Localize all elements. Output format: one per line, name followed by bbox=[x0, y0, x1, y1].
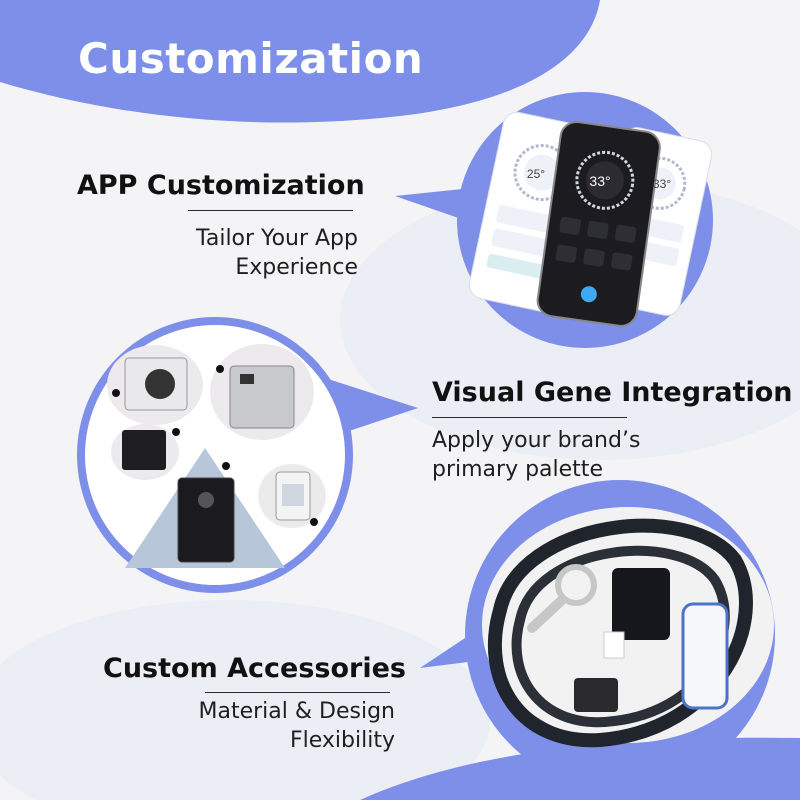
phone-temp-1: 25° bbox=[527, 167, 545, 181]
section-description-app: Tailor Your App Experience bbox=[196, 224, 358, 282]
section-description-accessories: Material & Design Flexibility bbox=[199, 697, 395, 755]
section-heading-app: APP Customization bbox=[77, 170, 365, 201]
description-line: Experience bbox=[235, 255, 358, 280]
product-collage bbox=[107, 344, 326, 568]
page-title: Customization bbox=[78, 34, 424, 83]
section-divider bbox=[432, 417, 627, 418]
decor-blob bbox=[0, 600, 490, 800]
section-divider bbox=[188, 210, 353, 211]
title-banner-shape bbox=[0, 0, 600, 123]
section-heading-accessories: Custom Accessories bbox=[103, 653, 406, 684]
description-line: Material & Design bbox=[198, 699, 395, 724]
section-description-visual-gene: Apply your brand’s primary palette bbox=[432, 426, 640, 484]
section-divider bbox=[205, 692, 390, 693]
app-phone-mockups: 25° 33° 33° bbox=[468, 111, 713, 327]
accessories-photo bbox=[482, 507, 774, 748]
description-line: Flexibility bbox=[290, 728, 395, 753]
description-line: primary palette bbox=[432, 457, 603, 482]
description-line: Tailor Your App bbox=[196, 226, 358, 251]
section-heading-visual-gene: Visual Gene Integration bbox=[432, 377, 793, 408]
description-line: Apply your brand’s bbox=[432, 428, 641, 453]
phone-temp-2: 33° bbox=[589, 173, 610, 189]
phone-temp-3: 33° bbox=[653, 177, 671, 191]
